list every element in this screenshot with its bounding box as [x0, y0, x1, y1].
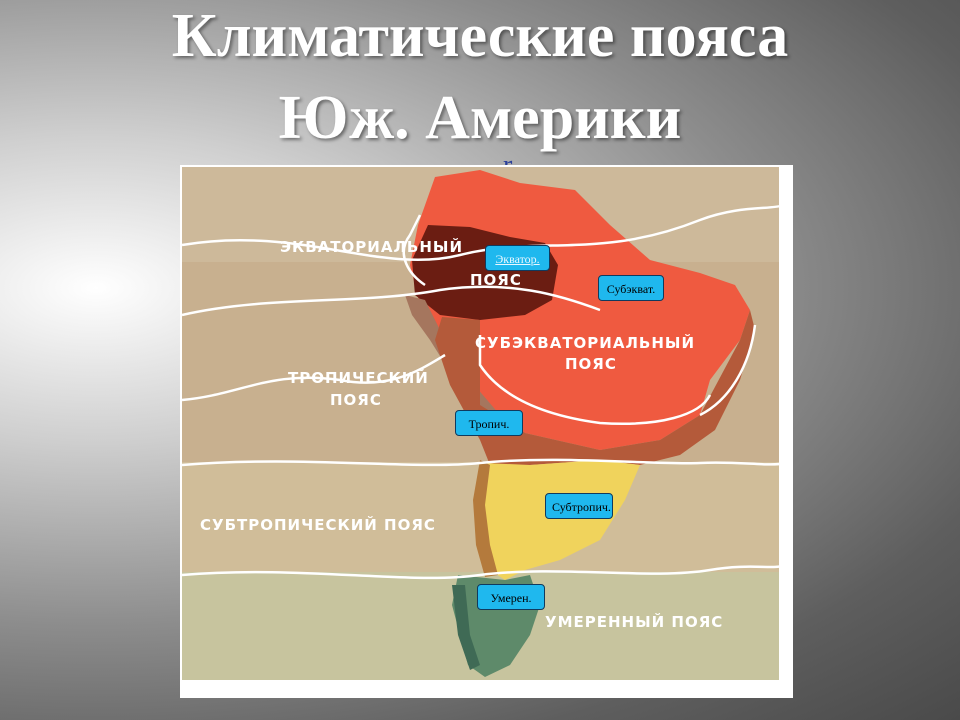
climate-map: ЭКВАТОРИАЛЬНЫЙ ПОЯС СУБЭКВАТОРИАЛЬНЫЙ ПО…: [180, 165, 793, 698]
equator-button[interactable]: Экватор.: [485, 245, 550, 271]
zone-subtropical: [480, 460, 640, 580]
temperate-button[interactable]: Умерен.: [477, 584, 545, 610]
title-line-1: Климатические пояса: [171, 2, 789, 70]
label-subequatorial-1: СУБЭКВАТОРИАЛЬНЫЙ: [475, 333, 695, 352]
label-temperate: УМЕРЕННЫЙ ПОЯС: [545, 612, 723, 631]
label-equatorial-1: ЭКВАТОРИАЛЬНЫЙ: [280, 237, 463, 256]
label-equatorial-2: ПОЯС: [470, 271, 522, 289]
title-line-2: Юж. Америки: [278, 84, 682, 152]
zone-subtropical-west: [473, 460, 498, 577]
label-subtropical: СУБТРОПИЧЕСКИЙ ПОЯС: [200, 515, 436, 534]
tropical-button[interactable]: Тропич.: [455, 410, 523, 436]
label-tropical-1: ТРОПИЧЕСКИЙ: [288, 368, 429, 387]
subequator-button[interactable]: Субэкват.: [598, 275, 664, 301]
label-tropical-2: ПОЯС: [330, 391, 382, 409]
subtropical-button[interactable]: Субтропич.: [545, 493, 613, 519]
label-subequatorial-2: ПОЯС: [565, 355, 617, 373]
zone-tropical-east: [600, 310, 755, 465]
slide-title: Климатические пояса Юж. Америки: [0, 0, 960, 158]
